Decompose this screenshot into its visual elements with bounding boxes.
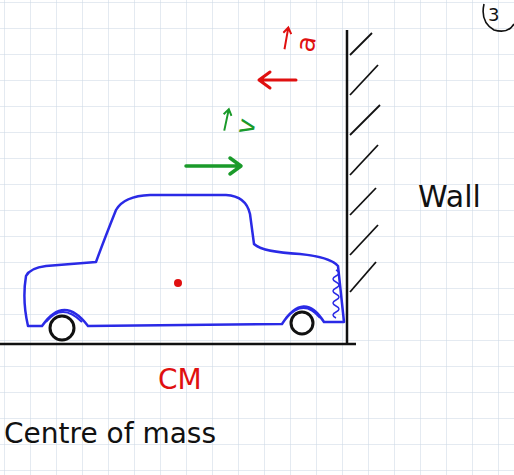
vector-label: v: [231, 116, 260, 136]
wall-line: [346, 30, 349, 344]
acceleration-arrow: [259, 72, 296, 88]
velocity-arrow: [186, 158, 241, 174]
car-body: [24, 195, 344, 326]
ground-line: [0, 343, 356, 346]
callout-number: 3: [488, 6, 499, 24]
wall-hatching: [350, 33, 380, 292]
callout-circle: [483, 4, 514, 31]
cm-label: CM: [158, 366, 202, 394]
caption-label: Centre of mass: [4, 420, 216, 448]
wall-label: Wall: [418, 182, 481, 212]
wheel: [291, 312, 313, 334]
wheel-arches: [46, 308, 320, 322]
wheel: [50, 316, 74, 340]
crumple-zone: [333, 270, 339, 318]
centre-of-mass-dot: [174, 279, 182, 287]
vector-label: a: [292, 34, 320, 54]
